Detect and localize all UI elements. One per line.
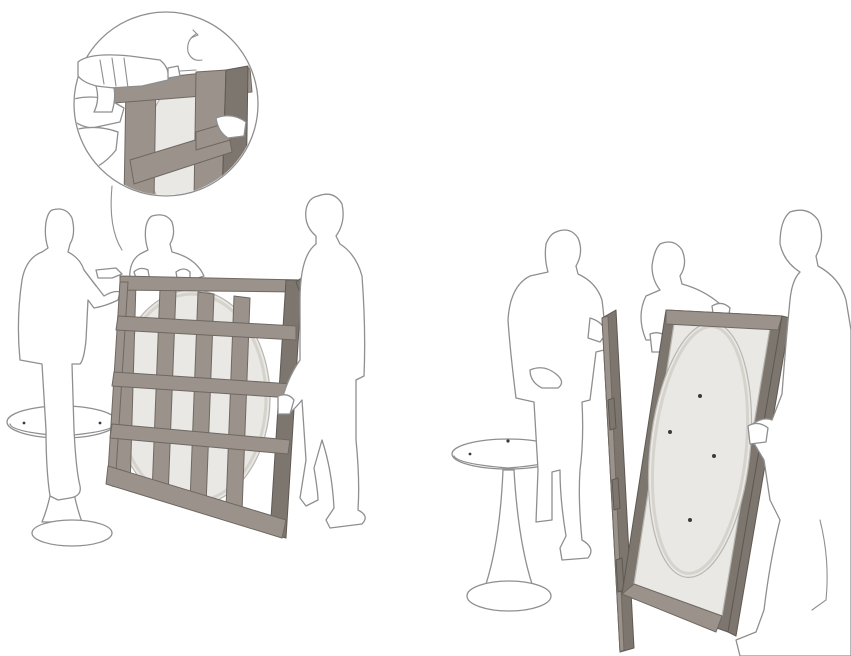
person-left-observer <box>508 230 606 560</box>
crate-side-panel <box>602 310 634 652</box>
person-right-holder-right <box>736 210 851 656</box>
person-center-holder <box>130 215 204 284</box>
crate-frame-left <box>106 276 304 538</box>
person-left-worker <box>18 209 122 500</box>
scene-uncrating <box>452 210 851 656</box>
detail-callout <box>70 12 258 250</box>
scene-crating <box>7 12 365 546</box>
mirror-frame-right <box>622 310 790 636</box>
